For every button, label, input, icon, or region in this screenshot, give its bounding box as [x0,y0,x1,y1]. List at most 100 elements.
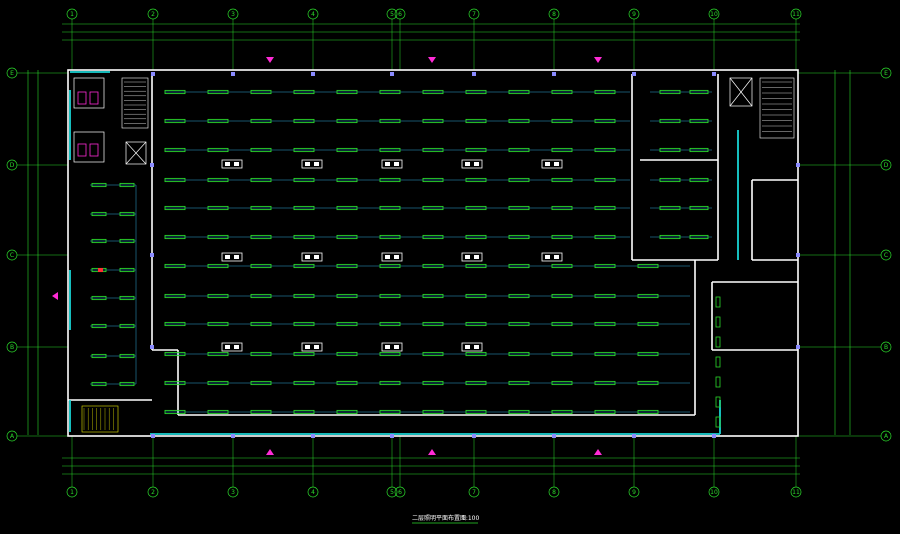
fluorescent-fixture [422,293,444,299]
distribution-box [221,159,243,169]
fluorescent-fixture [508,321,530,327]
fluorescent-fixture [379,118,401,124]
fluorescent-fixture [336,263,358,269]
fluorescent-fixture [91,353,107,359]
axis-label-h: 7 [472,489,476,496]
column [796,163,800,167]
column [150,345,154,349]
marker-bottom [594,449,602,455]
fluorescent-fixture [119,267,135,273]
distribution-box-core [554,162,559,166]
column [472,72,476,76]
column [150,163,154,167]
fluorescent-fixture [465,177,487,183]
fluorescent-fixture [551,234,573,240]
fluorescent-fixture [465,205,487,211]
fluorescent-fixture [422,205,444,211]
drawing-title: 二层照明平面布置图 [412,514,466,522]
fluorescent-fixture [508,147,530,153]
fluorescent-fixture [250,351,272,357]
fluorescent-fixture [207,177,229,183]
stair-left-bottom [81,405,119,433]
fluorescent-fixture [250,89,272,95]
axis-label-h: 5 [390,11,394,18]
column [632,72,636,76]
fluorescent-fixture [91,238,107,244]
fluorescent-fixture [336,234,358,240]
structural-columns [150,72,800,438]
fluorescent-fixture [551,118,573,124]
distribution-box-core [474,162,479,166]
fluorescent-fixture [508,177,530,183]
fluorescent-fixture [594,351,616,357]
distribution-box-core [225,255,230,259]
distribution-box-core [474,345,479,349]
distribution-box-core [305,345,310,349]
fluorescent-fixture [465,293,487,299]
fluorescent-fixture [207,293,229,299]
fluorescent-fixture [551,89,573,95]
fluorescent-fixture [594,177,616,183]
distribution-box-core [314,345,319,349]
distribution-box [381,342,403,352]
fluorescent-fixture [336,293,358,299]
distribution-box [221,342,243,352]
fluorescent-fixture [422,263,444,269]
distribution-box [461,159,483,169]
fluorescent-fixture [207,234,229,240]
marker-top [594,57,602,63]
column [390,434,394,438]
axis-label-v: E [10,70,14,77]
toilet-fixtures-left [77,91,99,157]
axis-label-v: A [884,433,889,440]
distribution-box-core [394,345,399,349]
stair-left-top [121,77,149,129]
fluorescent-fixture [250,118,272,124]
distribution-box [301,342,323,352]
fluorescent-fixture [659,147,681,153]
fluorescent-fixture [250,234,272,240]
fluorescent-fixture [422,234,444,240]
fluorescent-fixture [336,321,358,327]
column [231,434,235,438]
fluorescent-fixture [336,177,358,183]
fluorescent-fixture [465,118,487,124]
marker-bottom [428,449,436,455]
toilet-block-left [73,77,105,163]
fluorescent-fixture [250,321,272,327]
fluorescent-fixture [637,351,659,357]
fluorescent-fixture [508,263,530,269]
column [712,434,716,438]
emergency-light [98,268,103,272]
fluorescent-fixture [379,89,401,95]
axis-label-h: 9 [632,11,636,18]
axis-label-h: 7 [472,11,476,18]
fluorescent-fixture [250,380,272,386]
distribution-box [541,159,563,169]
fluorescent-fixture [594,234,616,240]
fluorescent-fixture [379,409,401,415]
distribution-box-core [385,345,390,349]
fluorescent-fixture [689,118,709,124]
fluorescent-fixture [379,177,401,183]
fluorescent-fixture [336,351,358,357]
elevator-left [125,141,147,165]
fluorescent-fixture [164,380,186,386]
fluorescent-fixture [250,205,272,211]
fluorescent-fixture [293,234,315,240]
axis-label-h: 3 [231,489,235,496]
axis-label-h: 8 [552,489,556,496]
distribution-box-core [305,255,310,259]
fluorescent-fixture [164,351,186,357]
fluorescent-fixture [207,147,229,153]
fluorescent-fixture [422,118,444,124]
fluorescent-fixture [119,211,135,217]
distribution-box-core [465,162,470,166]
axis-label-h: 6 [398,489,402,496]
wall-fixture [715,356,721,368]
fluorescent-fixture [508,293,530,299]
fluorescent-fixture [594,89,616,95]
fluorescent-fixture [207,89,229,95]
fluorescent-fixture [164,205,186,211]
